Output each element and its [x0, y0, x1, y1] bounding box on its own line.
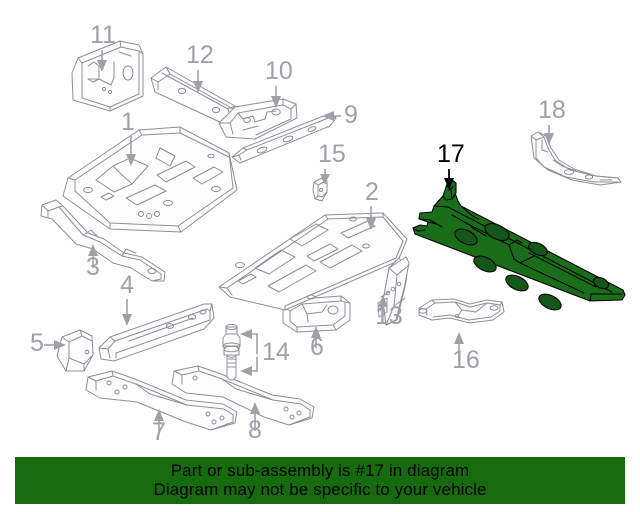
callout-label-2: 2 — [365, 178, 379, 206]
part-10-shape — [218, 98, 298, 140]
part-7-shape — [85, 370, 238, 431]
callout-label-14: 14 — [262, 338, 290, 366]
part-4-shape — [98, 303, 215, 362]
callout-label-3: 3 — [86, 253, 100, 281]
callout-label-12: 12 — [186, 41, 214, 69]
part-5-shape — [56, 329, 94, 372]
part-info-banner: Part or sub-assembly is #17 in diagram D… — [15, 457, 625, 504]
part-11-shape — [71, 40, 144, 112]
callout-label-17: 17 — [437, 140, 465, 168]
callout-label-15: 15 — [318, 140, 346, 168]
part-14-bolt-shape — [223, 345, 240, 381]
part-12-shape — [150, 66, 236, 124]
part-3-shape — [40, 199, 166, 282]
banner-line-disclaimer: Diagram may not be specific to your vehi… — [153, 479, 487, 499]
callout-label-16: 16 — [452, 346, 480, 374]
callout-label-1: 1 — [121, 108, 135, 136]
callout-label-13: 13 — [375, 302, 403, 330]
part-8-shape — [171, 365, 315, 426]
part-6-shape — [282, 295, 351, 333]
part-17-shape-highlighted — [412, 179, 626, 311]
callout-label-5: 5 — [30, 329, 44, 357]
callout-label-6: 6 — [310, 333, 324, 361]
part-2-shape — [218, 212, 408, 311]
part-14-nut-shape — [222, 323, 241, 350]
callout-label-10: 10 — [265, 57, 293, 85]
callout-label-9: 9 — [344, 101, 358, 129]
part-16-shape — [418, 298, 505, 324]
callout-label-7: 7 — [152, 418, 166, 446]
banner-line-part-number: Part or sub-assembly is #17 in diagram — [170, 461, 470, 481]
part-18-shape — [530, 131, 622, 186]
callout-label-4: 4 — [120, 271, 134, 299]
callout-label-18: 18 — [538, 96, 566, 124]
callout-arrows — [44, 50, 554, 433]
callout-labels: 1 2 3 4 5 6 7 8 9 10 11 12 13 14 15 16 1… — [30, 21, 566, 446]
part-13-shape — [377, 256, 410, 326]
callout-label-11: 11 — [90, 21, 116, 49]
exploded-parts-diagram: 1 2 3 4 5 6 7 8 9 10 11 12 13 14 15 16 1… — [30, 21, 626, 446]
callout-label-8: 8 — [248, 416, 262, 444]
part-1-shape — [62, 126, 238, 233]
